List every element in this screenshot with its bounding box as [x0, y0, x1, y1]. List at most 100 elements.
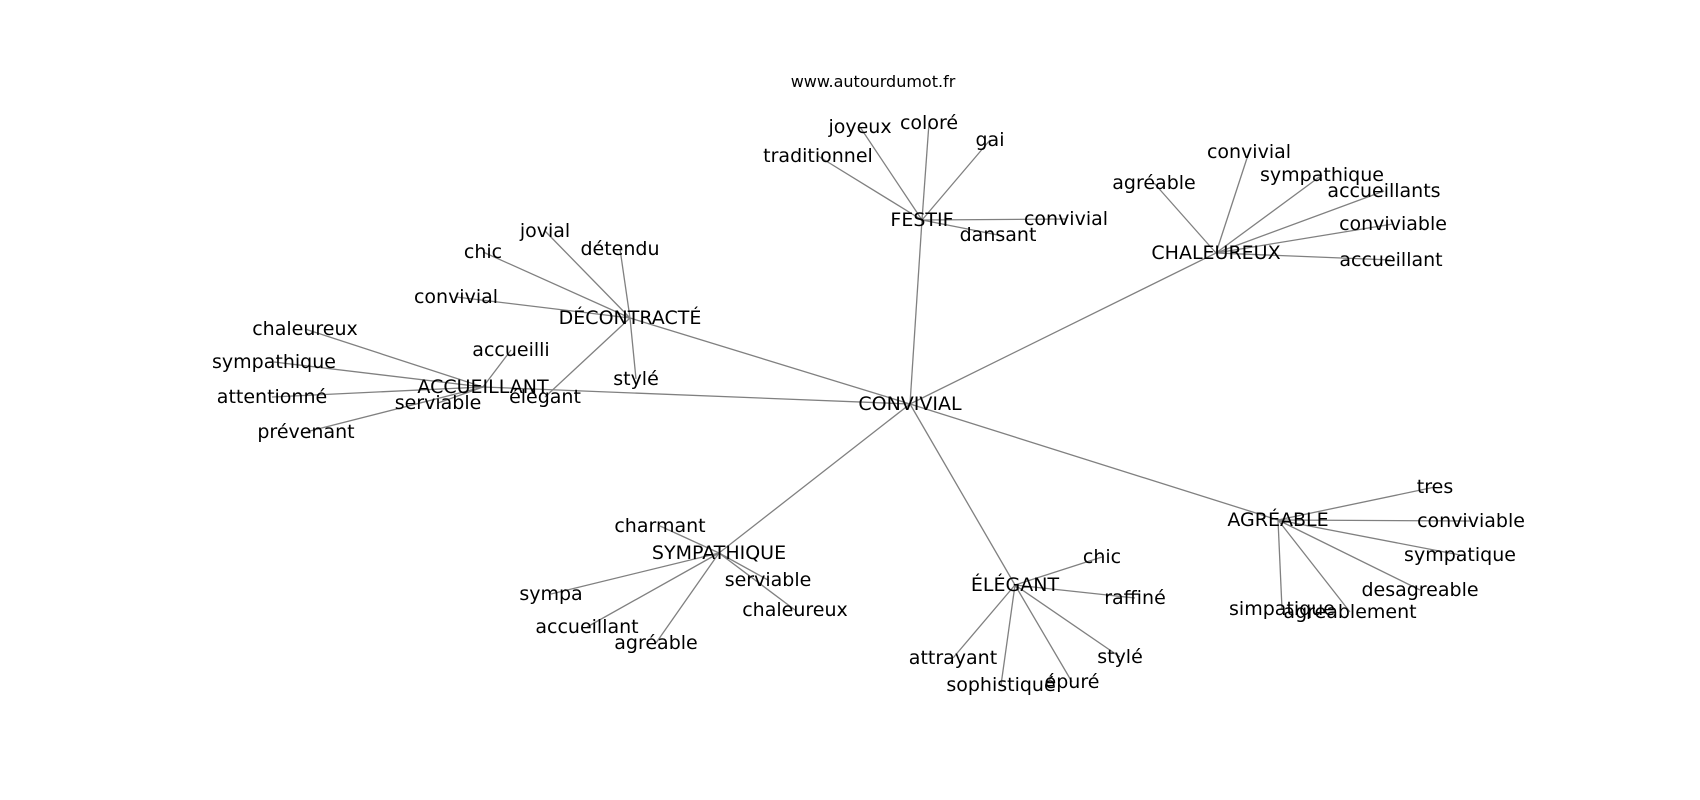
node-acc-prevenant[interactable]: prévenant — [257, 421, 354, 443]
node-festif-dansant[interactable]: dansant — [960, 224, 1037, 246]
edge-accueillant-acc_serviable — [437, 386, 484, 404]
graph-labels: CONVIVIAL FESTIF traditionnel joyeux colorég… — [212, 112, 1525, 696]
node-agr-conviviable[interactable]: conviviable — [1417, 510, 1525, 532]
node-agr-tres[interactable]: tres — [1417, 476, 1453, 498]
edge-elegant-ele_raffine — [1014, 584, 1136, 599]
node-agr-simpatique[interactable]: simpatique — [1229, 598, 1335, 620]
node-chal-convivial[interactable]: convivial — [1207, 141, 1291, 163]
node-chal-accueillant[interactable]: accueillant — [1339, 249, 1442, 271]
node-festif-convivial[interactable]: convivial — [1024, 208, 1108, 230]
edge-decontracte-dec_jovial — [544, 230, 631, 319]
node-festif-joyeux[interactable]: joyeux — [827, 116, 891, 138]
edge-sympathique-sym_serviable — [718, 552, 769, 581]
edge-festif-festif_convivial — [921, 218, 1067, 221]
edge-decontracte-dec_convivial — [455, 296, 631, 319]
node-chaleureux[interactable]: CHALEUREUX — [1151, 242, 1280, 264]
edge-chaleureux-chal_conviviable — [1215, 223, 1394, 254]
node-sym-charmant[interactable]: charmant — [614, 515, 705, 537]
node-center[interactable]: CONVIVIAL — [858, 393, 962, 415]
node-festif-traditionnel[interactable]: traditionnel — [763, 145, 873, 167]
node-acc-serviable[interactable]: serviable — [395, 392, 482, 414]
node-acc-accueilli[interactable]: accueilli — [472, 339, 549, 361]
edge-center-decontracte — [629, 317, 911, 405]
node-agr-agreablement[interactable]: agreablement — [1283, 601, 1416, 623]
edge-accueillant-acc_accueilli — [482, 349, 512, 388]
node-sym-agreable[interactable]: agréable — [614, 632, 697, 654]
edge-chaleureux-chal_sympathique — [1215, 174, 1323, 254]
node-dec-elegant[interactable]: élégant — [509, 386, 581, 408]
node-acc-sympathique[interactable]: sympathique — [212, 351, 336, 373]
edge-accueillant-acc_prevenant — [305, 386, 484, 433]
edge-sympathique-sym_accueillant — [586, 552, 720, 628]
edge-chaleureux-chal_accueillants — [1215, 190, 1385, 254]
edge-center-chaleureux — [909, 252, 1217, 405]
node-sym-sympa[interactable]: sympa — [519, 583, 582, 605]
node-sym-chaleureux[interactable]: chaleureux — [742, 599, 848, 621]
edge-agreable-agr_conviviable — [1277, 519, 1472, 522]
edge-chaleureux-chal_convivial — [1215, 151, 1250, 254]
node-chal-accueillants[interactable]: accueillants — [1327, 180, 1440, 202]
edge-decontracte-dec_chic — [482, 251, 631, 319]
edge-agreable-agr_simpatique — [1277, 519, 1283, 610]
edge-festif-festif_traditionnel — [817, 155, 923, 221]
edge-decontracte-dec_detendu — [619, 248, 631, 319]
edge-agreable-agr_sympatique — [1277, 519, 1461, 556]
node-chal-conviviable[interactable]: conviviable — [1339, 213, 1447, 235]
edge-accueillant-acc_chaleureux — [304, 328, 484, 388]
node-ele-attrayant[interactable]: attrayant — [909, 647, 997, 669]
edge-agreable-agr_agreablement — [1277, 519, 1351, 613]
edge-decontracte-dec_style — [629, 317, 637, 380]
source-credit: www.autourdumot.fr — [791, 72, 956, 91]
node-chal-agreable[interactable]: agréable — [1112, 172, 1195, 194]
node-agr-desagreable[interactable]: desagreable — [1361, 579, 1478, 601]
edge-chaleureux-chal_accueillant — [1215, 252, 1392, 261]
node-festif-colore[interactable]: coloré — [900, 112, 958, 134]
edge-elegant-ele_style — [1014, 584, 1121, 658]
node-ele-raffine[interactable]: raffiné — [1104, 587, 1166, 609]
node-dec-style[interactable]: stylé — [613, 368, 659, 390]
node-festif[interactable]: FESTIF — [890, 209, 953, 231]
node-agr-sympatique[interactable]: sympatique — [1404, 544, 1516, 566]
edge-sympathique-sym_agreable — [655, 552, 720, 644]
edge-accueillant-acc_attentionne — [271, 386, 484, 398]
edge-agreable-agr_tres — [1277, 486, 1436, 521]
node-dec-convivial[interactable]: convivial — [414, 286, 498, 308]
edge-elegant-ele_epure — [1014, 584, 1073, 683]
node-sympathique[interactable]: SYMPATHIQUE — [652, 542, 786, 564]
node-acc-chaleureux[interactable]: chaleureux — [252, 318, 358, 340]
node-elegant[interactable]: ÉLÉGANT — [971, 573, 1060, 596]
node-festif-gai[interactable]: gai — [976, 129, 1005, 151]
edge-center-festif — [909, 219, 923, 405]
edge-festif-festif_gai — [921, 139, 991, 221]
node-acc-attentionne[interactable]: attentionné — [217, 386, 327, 408]
node-ele-sophistique[interactable]: sophistiqué — [946, 674, 1055, 696]
node-dec-chic[interactable]: chic — [464, 241, 502, 263]
node-ele-chic[interactable]: chic — [1083, 546, 1121, 568]
edge-festif-festif_colore — [921, 122, 930, 221]
edge-chaleureux-chal_agreable — [1153, 182, 1217, 254]
edge-elegant-ele_chic — [1014, 556, 1103, 586]
node-ele-epure[interactable]: épuré — [1045, 671, 1100, 693]
edge-elegant-ele_attrayant — [952, 584, 1016, 659]
node-accueillant[interactable]: ACCUEILLANT — [417, 376, 549, 398]
node-decontracte[interactable]: DÉCONTRACTÉ — [559, 306, 702, 329]
edge-sympathique-sym_chaleureux — [718, 552, 796, 611]
edge-elegant-ele_sophistique — [1000, 584, 1016, 686]
node-dec-jovial[interactable]: jovial — [519, 220, 570, 242]
node-agreable[interactable]: AGRÉABLE — [1227, 508, 1328, 531]
node-ele-style[interactable]: stylé — [1097, 646, 1143, 668]
node-sym-accueillant[interactable]: accueillant — [535, 616, 638, 638]
edge-center-sympathique — [718, 403, 911, 554]
edge-sympathique-sym_charmant — [659, 525, 720, 554]
graph-edges — [271, 122, 1472, 686]
node-sym-serviable[interactable]: serviable — [725, 569, 812, 591]
node-dec-detendu[interactable]: détendu — [580, 238, 659, 260]
edge-center-elegant — [909, 403, 1016, 586]
edge-agreable-agr_desagreable — [1277, 519, 1421, 591]
edge-sympathique-sym_sympa — [550, 552, 720, 595]
edge-decontracte-dec_elegant — [544, 317, 631, 398]
node-chal-sympathique[interactable]: sympathique — [1260, 164, 1384, 186]
edge-festif-festif_joyeux — [859, 126, 923, 221]
edge-accueillant-acc_sympathique — [273, 361, 484, 388]
